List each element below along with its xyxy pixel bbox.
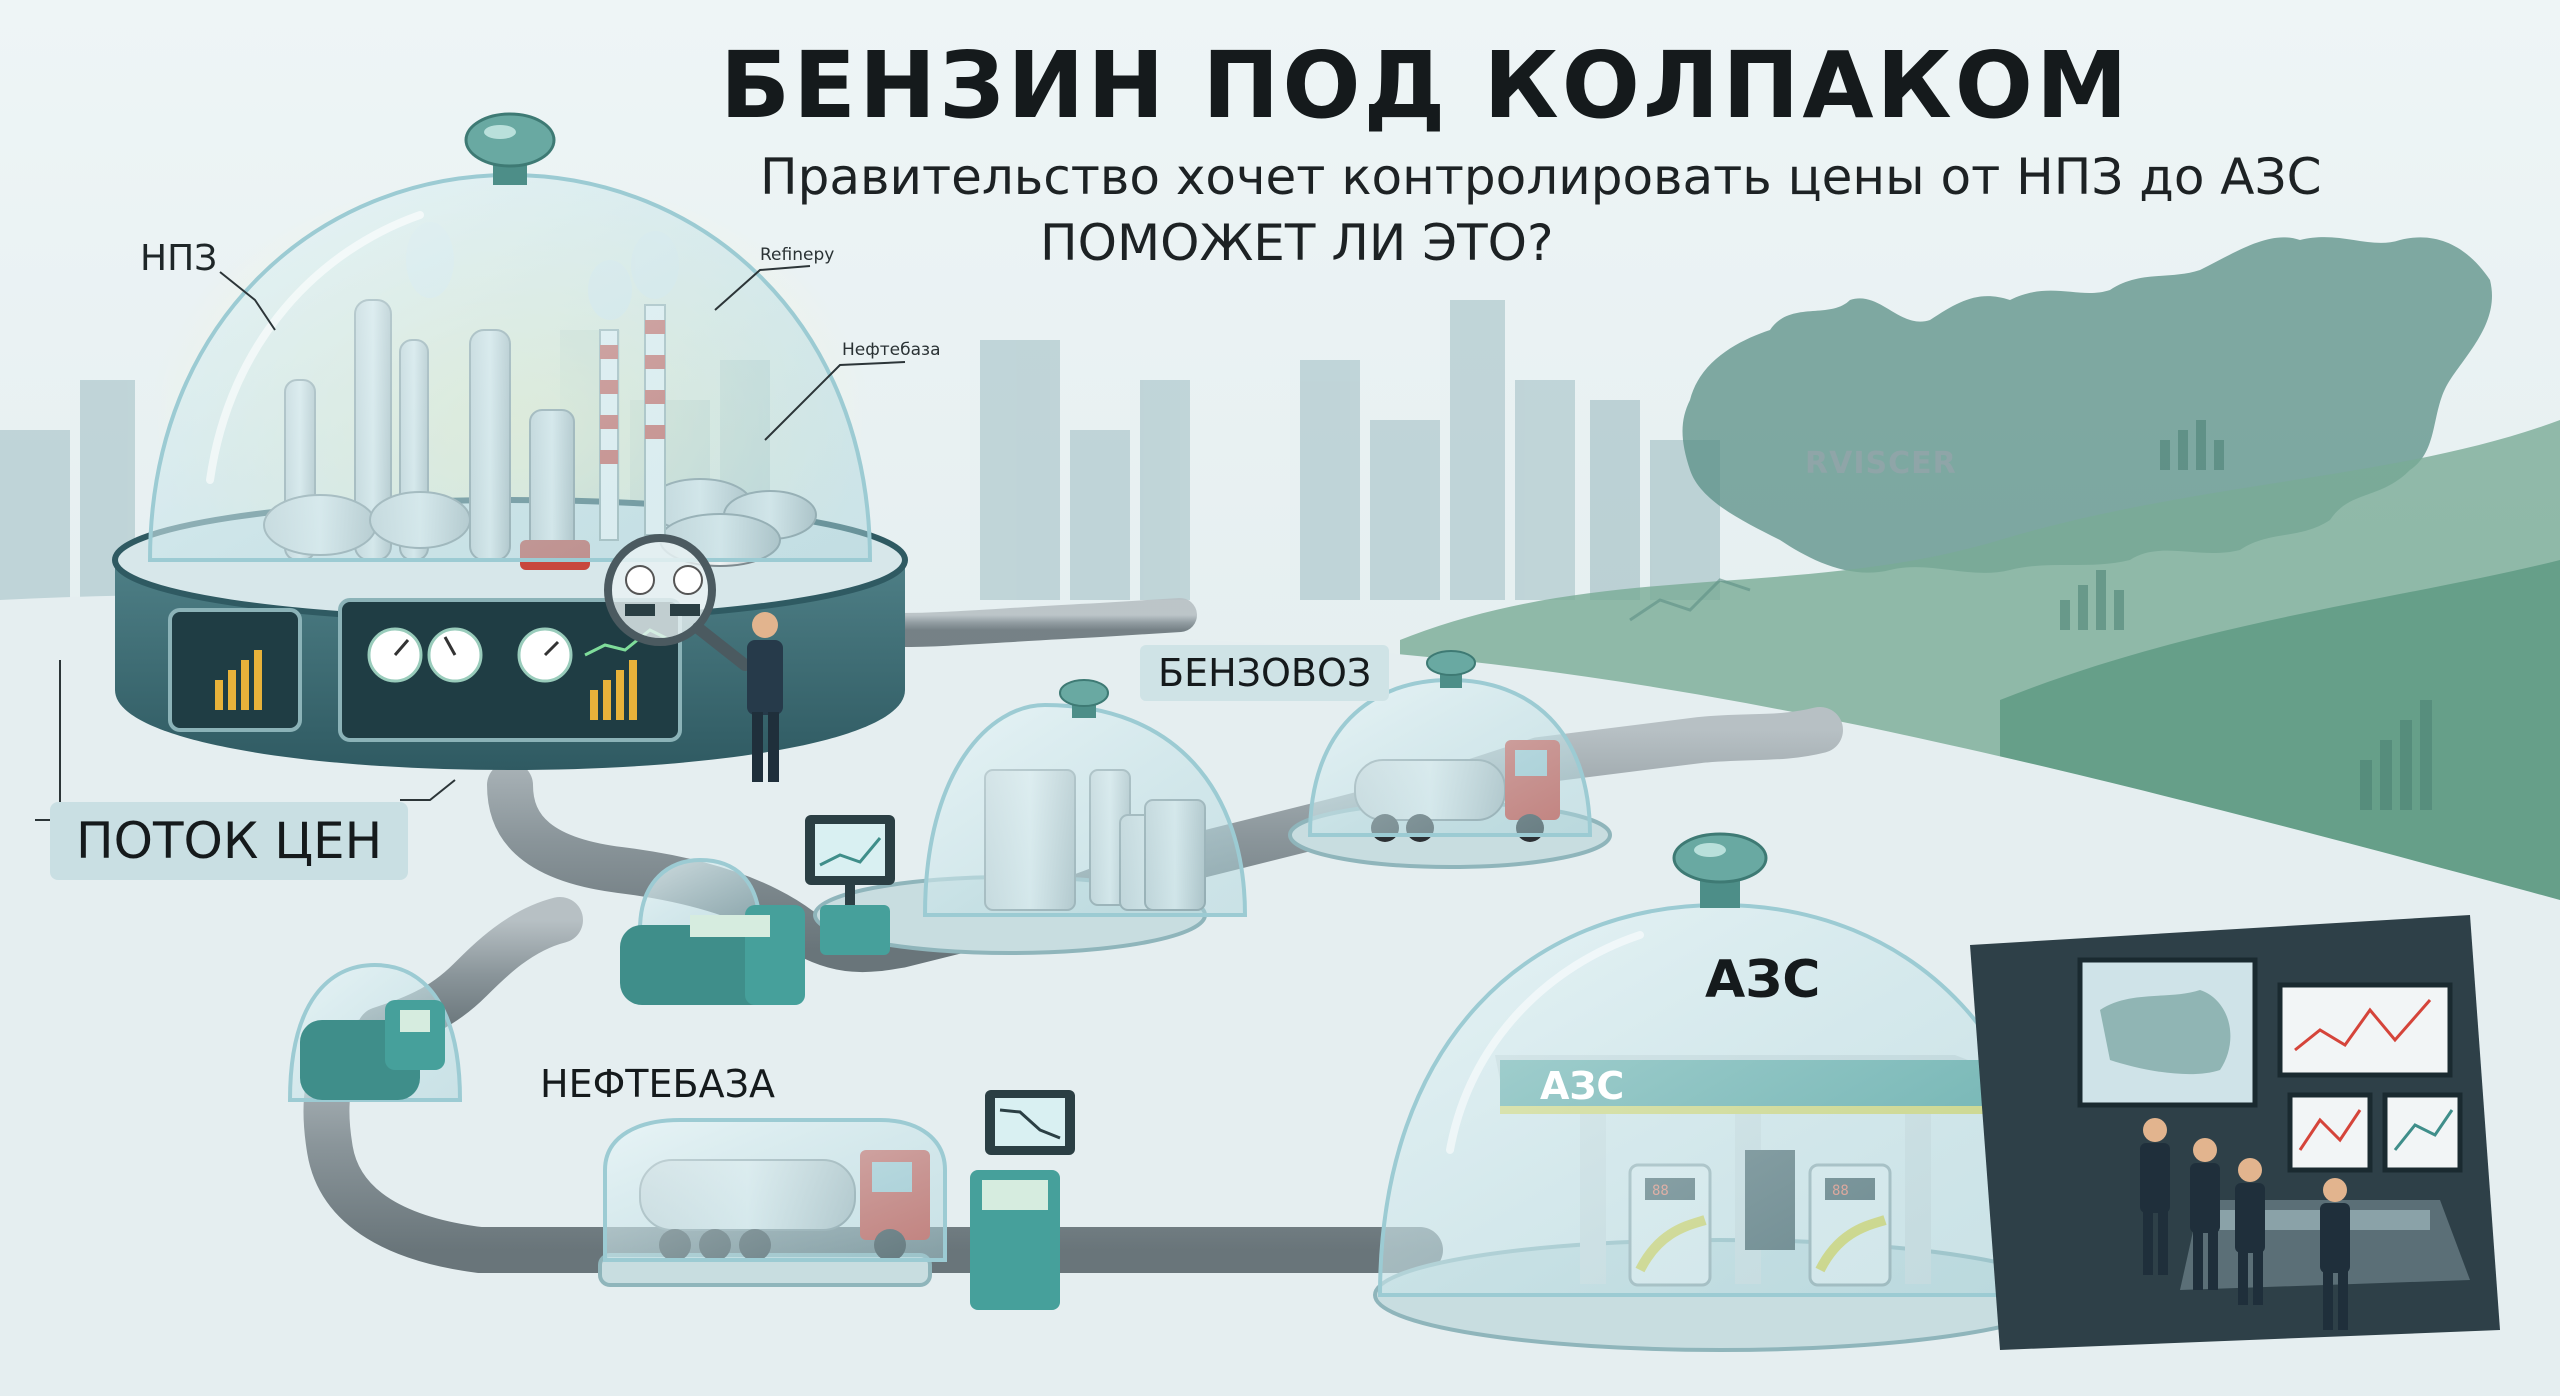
gas-station-dome: 88 88 — [1373, 832, 2067, 1352]
magnifier-icon — [604, 534, 751, 671]
label-oil-depot-small: Нефтебаза — [842, 340, 941, 360]
label-refinery-npz: НПЗ — [140, 238, 218, 279]
neftebaza-truck-dome — [598, 1090, 1075, 1310]
fuel-truck-dome — [1288, 650, 1612, 869]
operators — [2140, 1118, 2350, 1330]
map-watermark: RVISCER — [1805, 446, 1957, 481]
bar-chart-decoration — [2060, 420, 2432, 810]
label-price-flow: ПОТОК ЦЕН — [50, 802, 409, 880]
label-fuel-truck: БЕНЗОВОЗ — [1140, 645, 1390, 701]
label-oil-depot: НЕФТЕБАЗА — [540, 1062, 775, 1106]
valve-station — [287, 962, 463, 1102]
inspector-figure — [747, 612, 783, 782]
refinery-dome — [112, 112, 908, 770]
control-room — [1970, 915, 2500, 1350]
page-title: БЕНЗИН ПОД КОЛПАКОМ — [720, 32, 2131, 139]
gas-station-canopy-sign: АЗС — [1540, 1064, 1625, 1108]
flow-meter — [620, 857, 805, 1005]
label-gas-station: АЗС — [1705, 950, 1821, 1010]
subtitle-line-1: Правительство хочет контролировать цены … — [760, 148, 2322, 206]
russia-map-icon — [2100, 990, 2231, 1075]
monitor-chart-icon — [805, 815, 895, 955]
storage-dome — [813, 679, 1248, 955]
subtitle-line-2: ПОМОЖЕТ ЛИ ЭТО? — [1040, 214, 1554, 272]
label-refinery-small: Refinepy — [760, 245, 835, 265]
